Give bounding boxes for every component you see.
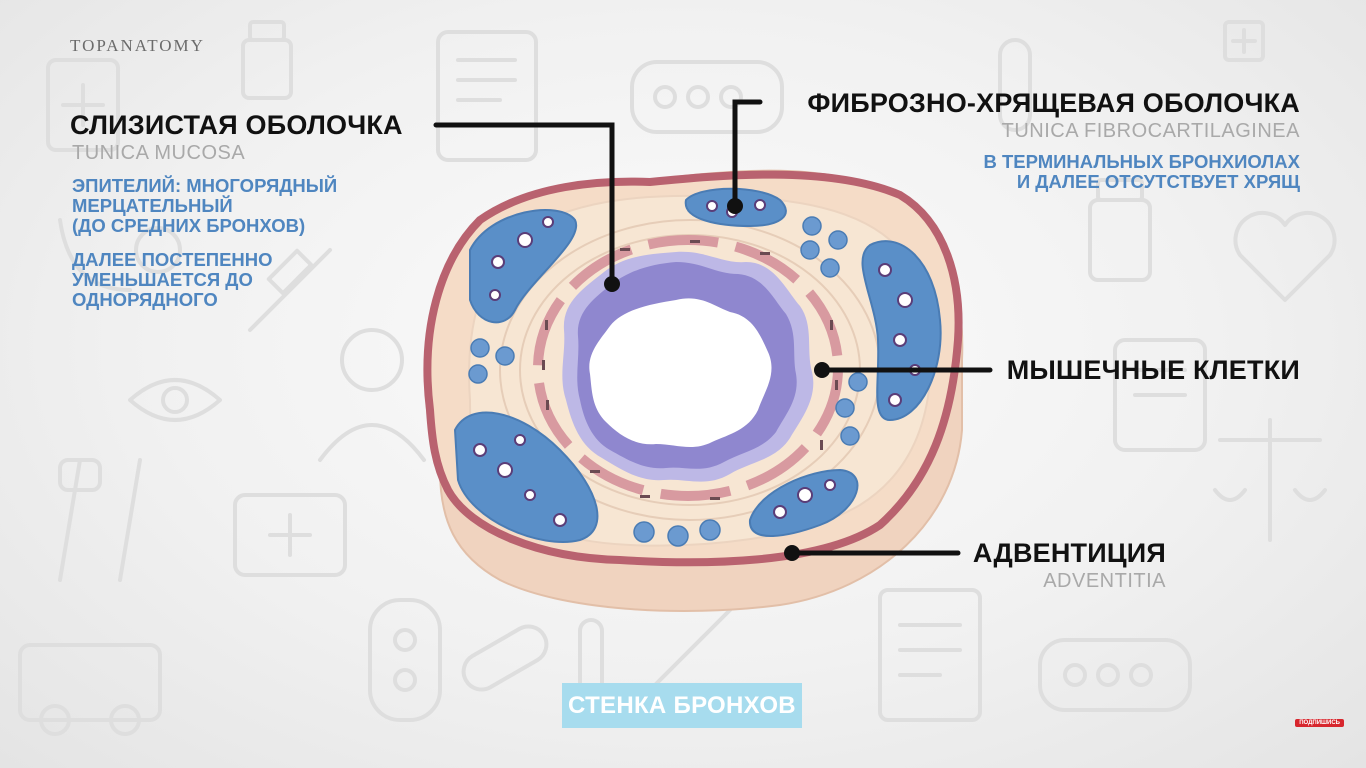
label-adventitia-title: АДВЕНТИЦИЯ bbox=[972, 538, 1166, 568]
syringe-icon bbox=[248, 248, 332, 332]
leader-lines bbox=[433, 99, 993, 556]
stethoscope-icon bbox=[58, 218, 182, 292]
label-mucosa-title: СЛИЗИСТАЯ ОБОЛОЧКА bbox=[70, 110, 403, 140]
capsule-icon-2 bbox=[998, 38, 1032, 132]
plus-icon bbox=[1223, 20, 1265, 62]
bronchial-glands bbox=[468, 216, 868, 547]
leader-dots bbox=[604, 198, 830, 561]
muscle-cell-nuclei bbox=[542, 240, 838, 500]
pills-icon bbox=[368, 598, 442, 722]
clipboard-icon bbox=[436, 30, 538, 162]
label-mucosa-reduction-note: ДАЛЕЕ ПОСТЕПЕННО УМЕНЬШАЕТСЯ ДО ОДНОРЯДН… bbox=[72, 249, 273, 310]
label-mucosa-latin: TUNICA MUCOSA bbox=[72, 142, 246, 164]
label-fibrocartilaginea-title: ФИБРОЗНО-ХРЯЩЕВАЯ ОБОЛОЧКА bbox=[807, 88, 1300, 118]
eye-icon bbox=[128, 378, 222, 422]
label-muscle-cells-title: МЫШЕЧНЫЕ КЛЕТКИ bbox=[1006, 355, 1300, 385]
capsule-icon bbox=[461, 624, 549, 692]
label-adventitia-latin: ADVENTITIA bbox=[1043, 570, 1166, 592]
label-fibrocartilaginea-latin: TUNICA FIBROCARTILAGINEA bbox=[1001, 120, 1300, 142]
medicine-bottle-icon bbox=[241, 20, 293, 100]
doctor-icon bbox=[318, 328, 426, 462]
medicine-box-icon bbox=[46, 58, 120, 152]
crutch-icon bbox=[58, 458, 142, 582]
first-aid-kit-icon bbox=[233, 493, 347, 577]
label-fibrocartilaginea-note: В ТЕРМИНАЛЬНЫХ БРОНХИОЛАХ И ДАЛЕЕ ОТСУТС… bbox=[983, 151, 1300, 192]
bronchus-lumen bbox=[589, 298, 772, 448]
cartilage-plate-bottom-left bbox=[453, 411, 599, 543]
medicine-bottle-icon-2 bbox=[1088, 178, 1152, 282]
clipboard-icon-2 bbox=[1113, 338, 1207, 452]
scales-icon bbox=[1213, 418, 1327, 542]
leader-line-fibrocartilaginea bbox=[732, 99, 763, 209]
document-icon bbox=[878, 588, 982, 722]
label-mucosa-epithelium-note: ЭПИТЕЛИЙ: МНОГОРЯДНЫЙ МЕРЦАТЕЛЬНЫЙ (ДО С… bbox=[72, 175, 338, 236]
cartilage-plate-right bbox=[861, 240, 942, 422]
leader-line-mucosa bbox=[433, 122, 615, 287]
topanatomy-logo: TOPANATOMY bbox=[70, 36, 205, 55]
pill-blister-icon-2 bbox=[1038, 638, 1192, 712]
chondrocytes bbox=[473, 199, 921, 527]
pill-blister-icon bbox=[630, 60, 784, 134]
diagram-caption: СТЕНКА БРОНХОВ bbox=[562, 683, 802, 728]
heart-icon bbox=[1233, 210, 1337, 302]
subscribe-badge[interactable]: ПОДПИШИСЬ bbox=[1295, 719, 1344, 727]
ambulance-icon bbox=[18, 643, 162, 736]
